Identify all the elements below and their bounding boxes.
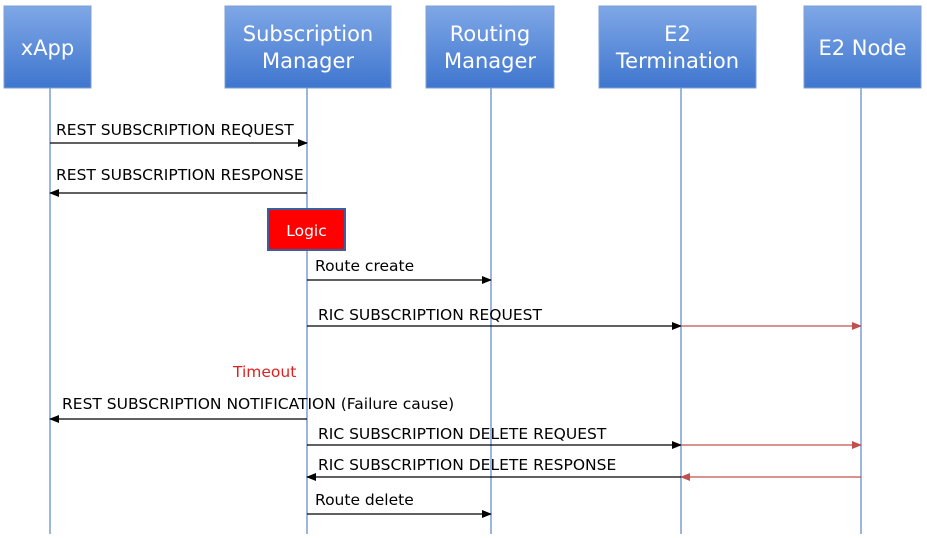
lifelines [49,88,862,534]
logic-box-label: Logic [286,222,327,240]
actor-label-xapp: xApp [21,36,74,60]
actor-box-xapp [3,5,92,89]
actor-box-rtmgr [425,5,555,89]
actor-label-e2term-line2: Termination [615,49,739,73]
message-label: REST SUBSCRIPTION REQUEST [56,121,294,139]
actor-label-e2term-line1: E2 [664,22,691,46]
messages: REST SUBSCRIPTION REQUEST REST SUBSCRIPT… [49,121,862,518]
timeout-label: Timeout [232,363,296,381]
actor-xapp: xApp [3,5,92,89]
actor-label-e2node: E2 Node [818,36,906,60]
actor-label-rtmgr-line2: Manager [444,49,536,73]
message-label: Route create [315,257,414,275]
actor-label-rtmgr-line1: Routing [450,22,531,46]
actor-box-e2node [803,5,922,89]
actor-e2term: E2 Termination [598,5,757,89]
actor-rtmgr: Routing Manager [425,5,555,89]
actor-box-e2term [598,5,757,89]
actor-label-submgr-line2: Manager [262,49,354,73]
message-label: REST SUBSCRIPTION NOTIFICATION (Failure … [62,395,454,413]
actor-label-submgr-line1: Subscription [243,22,373,46]
message-label: RIC SUBSCRIPTION DELETE REQUEST [318,425,607,443]
logic-box-rect [267,208,346,251]
actor-box-submgr [224,5,392,89]
logic-box: Logic [267,208,346,251]
actor-submgr: Subscription Manager [224,5,392,89]
actor-e2node: E2 Node [803,5,922,89]
message-label: RIC SUBSCRIPTION REQUEST [318,306,542,324]
message-label: RIC SUBSCRIPTION DELETE RESPONSE [318,456,616,474]
message-label: Route delete [315,491,414,509]
message-label: REST SUBSCRIPTION RESPONSE [56,166,304,184]
